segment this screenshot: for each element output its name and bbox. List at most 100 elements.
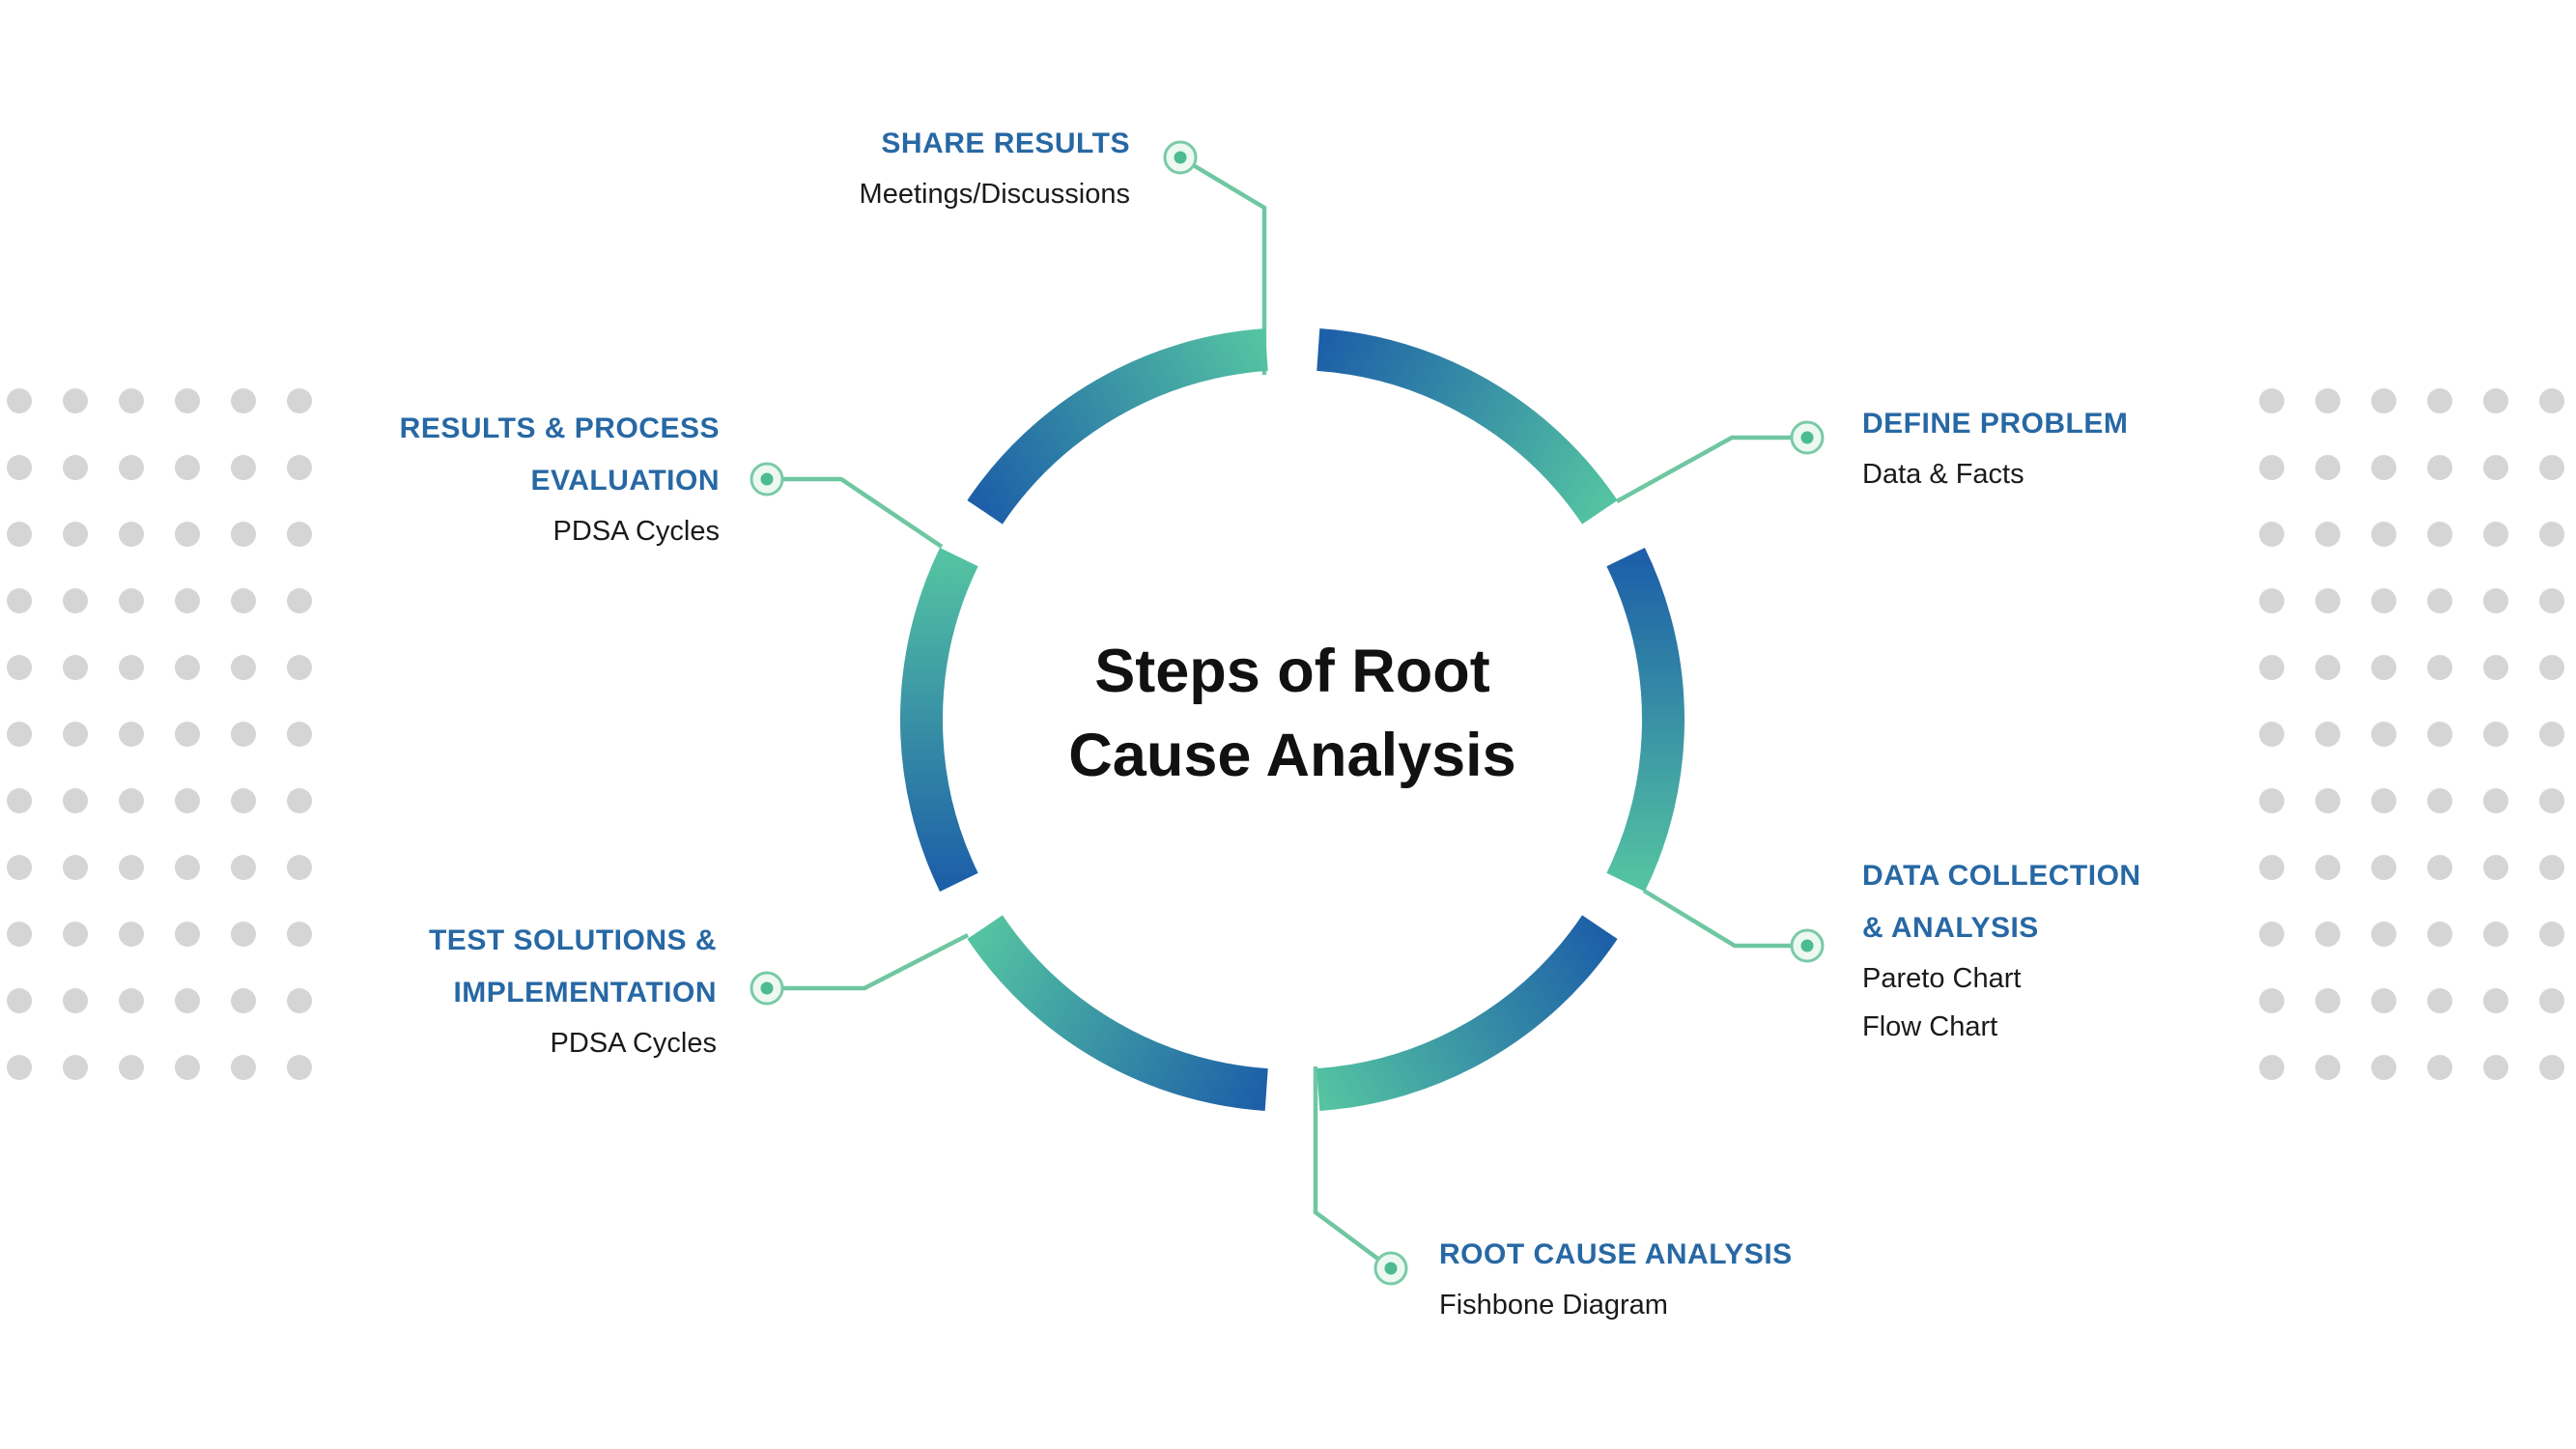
dot [2371,722,2396,747]
dot [63,388,88,413]
dot [7,922,32,947]
dot [2371,855,2396,880]
dot [63,788,88,813]
dot [7,855,32,880]
dot [175,655,200,680]
dot [119,455,144,480]
marker-icon-define-problem [1790,420,1825,455]
dot [119,788,144,813]
dot [175,455,200,480]
step-subtitle: PDSA Cycles [550,1028,717,1059]
dot [2259,388,2284,413]
dot [2539,855,2564,880]
dot [2483,722,2508,747]
dot [119,388,144,413]
ring-segment-5 [900,548,978,892]
dot [2427,522,2452,547]
dot [2427,788,2452,813]
dot [2539,522,2564,547]
dot [287,988,312,1013]
marker-dot [1384,1262,1398,1275]
step-test-solutions-implementation: TEST SOLUTIONS & IMPLEMENTATION PDSA Cyc… [429,915,717,1067]
dot [175,788,200,813]
dot [119,988,144,1013]
connector-markers [750,140,1825,1286]
dot [2259,588,2284,613]
step-title: IMPLEMENTATION [453,977,717,1009]
dot [2427,455,2452,480]
connector-line-data-collection-analysis [1642,889,1807,949]
dot [2483,922,2508,947]
connector-line-define-problem [1615,435,1807,503]
dot-grid-left [7,388,312,1080]
dot [2427,855,2452,880]
dot [2371,388,2396,413]
dot [2371,655,2396,680]
dot [2427,722,2452,747]
dot [7,988,32,1013]
dot [287,922,312,947]
dot [63,455,88,480]
dot [2427,1055,2452,1080]
dot [63,922,88,947]
dot [7,1055,32,1080]
dot-grid-right [2259,388,2564,1080]
step-share-results: SHARE RESULTS Meetings/Discussions [860,118,1130,218]
dot [2315,855,2340,880]
dot [175,922,200,947]
dot [7,588,32,613]
dot [2371,455,2396,480]
dot [119,655,144,680]
dot [175,722,200,747]
step-title: DATA COLLECTION [1862,860,2141,892]
step-subtitle: Data & Facts [1862,459,2024,490]
dot [231,388,256,413]
step-results-process-evaluation: RESULTS & PROCESS EVALUATION PDSA Cycles [400,403,720,555]
dot [63,655,88,680]
dot-grid-decoration [7,388,2564,1080]
dot [231,855,256,880]
circular-ring [900,327,1684,1112]
dot [2539,388,2564,413]
dot [287,722,312,747]
dot [2539,722,2564,747]
dot [7,655,32,680]
dot [175,855,200,880]
dot [7,388,32,413]
ring-segment-1 [1316,327,1618,525]
dot [287,388,312,413]
dot [231,922,256,947]
dot [287,855,312,880]
dot [2371,922,2396,947]
dot [2259,1055,2284,1080]
dot [63,1055,88,1080]
connector-line-root-cause-analysis [1313,1066,1393,1270]
dot [63,522,88,547]
marker-icon-results-process-evaluation [750,462,784,497]
step-define-problem: DEFINE PROBLEM Data & Facts [1862,398,2128,498]
dot [63,855,88,880]
dot [63,588,88,613]
dot [2427,588,2452,613]
dot [2427,922,2452,947]
step-title: DEFINE PROBLEM [1862,408,2129,440]
step-title: & ANALYSIS [1862,912,2039,944]
dot [231,455,256,480]
dot [2483,522,2508,547]
dot [287,655,312,680]
dot [2315,655,2340,680]
dot [2315,722,2340,747]
step-data-collection-analysis: DATA COLLECTION & ANALYSIS Pareto Chart … [1862,850,2141,1051]
dot [2259,988,2284,1013]
dot [2483,855,2508,880]
dot [231,588,256,613]
step-title: EVALUATION [530,465,720,497]
dot [2371,588,2396,613]
dot [2539,788,2564,813]
dot [287,788,312,813]
marker-dot [760,981,774,995]
step-subtitle: Meetings/Discussions [859,179,1130,210]
dot [2483,788,2508,813]
dot [7,722,32,747]
